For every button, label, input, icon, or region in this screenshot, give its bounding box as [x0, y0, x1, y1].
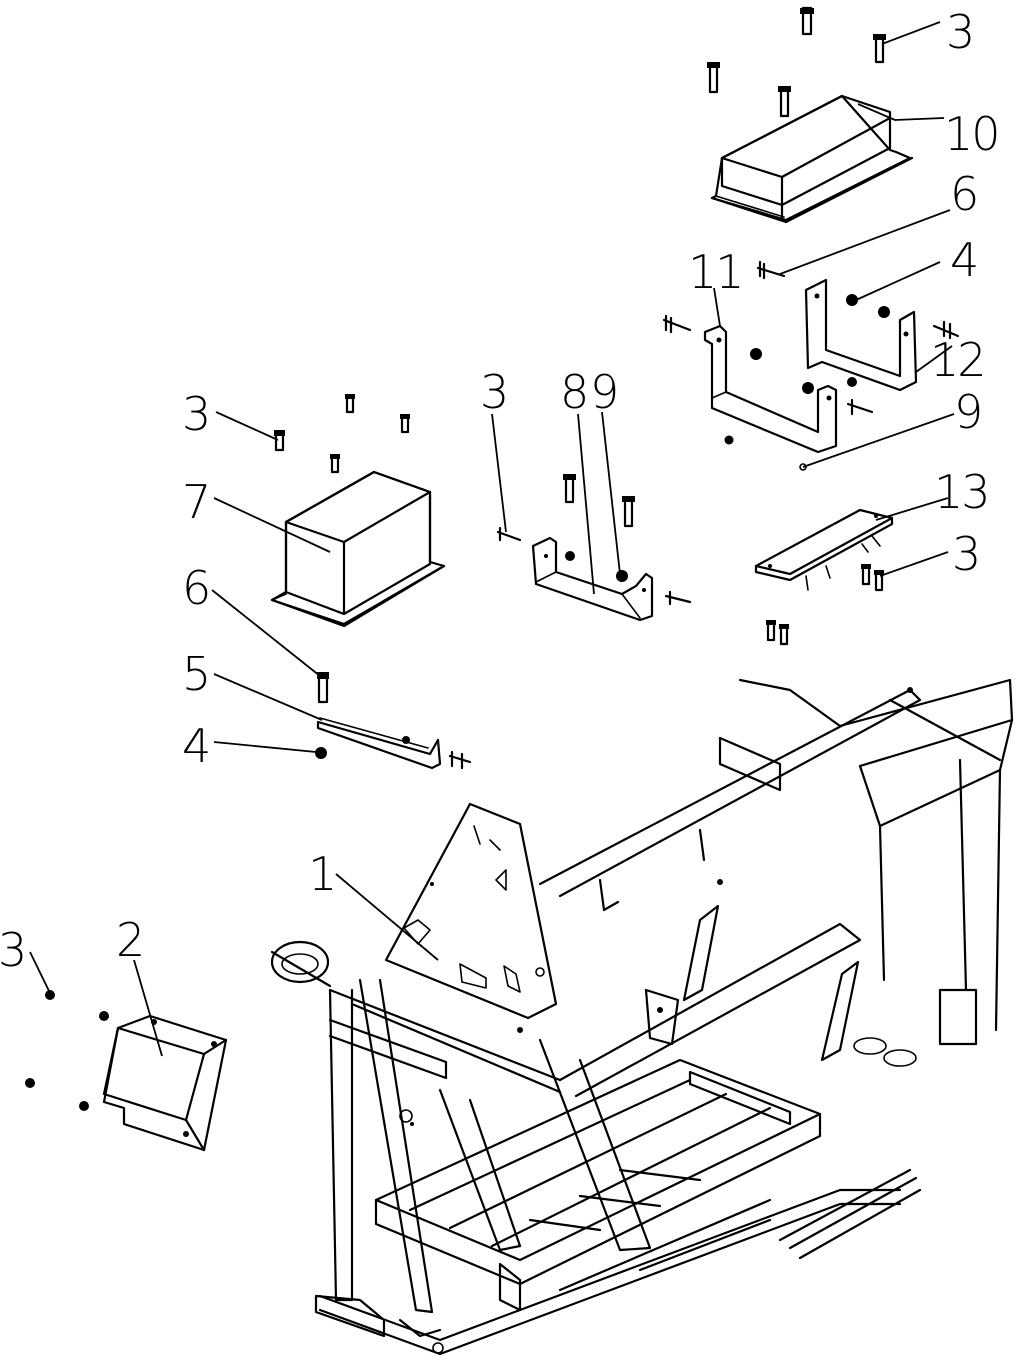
- nut-icon: [878, 306, 890, 318]
- part-8-bracket: [531, 536, 654, 622]
- washer-icon: [799, 463, 807, 471]
- bolt-icon: [45, 990, 55, 1000]
- bolt-icon: [779, 624, 789, 646]
- bolt-icon: [79, 1101, 89, 1111]
- bolt-icon: [800, 6, 814, 36]
- callout-6: 6: [182, 561, 209, 615]
- bolt-icon: [99, 1011, 109, 1021]
- callout-8: 8: [560, 365, 587, 419]
- bolt-icon: [274, 430, 285, 452]
- part-13-plate: [754, 508, 894, 591]
- callout-4: 4: [950, 233, 977, 287]
- bolt-icon: [25, 1078, 35, 1088]
- callout-1: 1: [308, 847, 335, 901]
- callout-3: 3: [480, 365, 507, 419]
- callout-13: 13: [934, 465, 989, 519]
- part-1-frame: [270, 678, 1014, 1356]
- callout-9: 9: [590, 365, 617, 419]
- callout-3: 3: [182, 387, 209, 441]
- callout-6: 6: [950, 167, 977, 221]
- callout-10: 10: [944, 107, 999, 161]
- callout-12: 12: [930, 333, 985, 387]
- nut-icon: [750, 348, 762, 360]
- nut-icon: [846, 294, 858, 306]
- callout-3: 3: [952, 527, 979, 581]
- bolt-icon: [778, 86, 791, 118]
- nut-icon: [616, 570, 628, 582]
- callout-labels: 3 10 6 11 4 12 3 8 9 9 13 3 3 7 6 5 4 1 …: [0, 5, 1001, 977]
- callout-3: 3: [0, 923, 25, 977]
- callout-3: 3: [946, 5, 973, 59]
- nut-icon: [724, 435, 734, 445]
- bolt-icon: [664, 590, 692, 606]
- callout-7: 7: [182, 475, 209, 529]
- bolt-icon: [496, 526, 522, 542]
- bolt-icon: [873, 34, 886, 64]
- leader-lines: [29, 21, 955, 1057]
- bolt-icon: [874, 570, 884, 592]
- bolt-icon: [563, 474, 576, 504]
- bolt-icon: [846, 398, 874, 416]
- callout-5: 5: [182, 647, 209, 701]
- part-7-box: [270, 470, 446, 628]
- nut-icon: [847, 377, 857, 387]
- bolt-icon: [932, 320, 960, 340]
- bolt-icon: [317, 672, 329, 704]
- bolt-icon: [330, 454, 340, 474]
- nut-icon: [315, 747, 327, 759]
- bolt-icon: [622, 496, 635, 528]
- nut-icon: [802, 382, 814, 394]
- bolt-icon: [766, 620, 776, 642]
- callout-4: 4: [182, 719, 209, 773]
- part-12-bracket: [804, 278, 918, 392]
- bolt-icon: [345, 394, 355, 414]
- callout-9: 9: [954, 385, 981, 439]
- bolt-icon: [707, 62, 720, 94]
- bolt-icon: [400, 414, 410, 434]
- part-2-cover: [102, 1014, 228, 1152]
- part-11-bracket: [703, 324, 838, 454]
- callout-2: 2: [116, 913, 143, 967]
- part-5-plate: [316, 717, 442, 770]
- bolt-icon: [861, 564, 871, 586]
- callout-11: 11: [688, 245, 743, 299]
- nut-icon: [565, 551, 575, 561]
- bolt-icon: [448, 750, 472, 770]
- bolt-icon: [662, 314, 692, 334]
- part-10-cover: [710, 94, 914, 224]
- bolt-icon: [756, 260, 786, 280]
